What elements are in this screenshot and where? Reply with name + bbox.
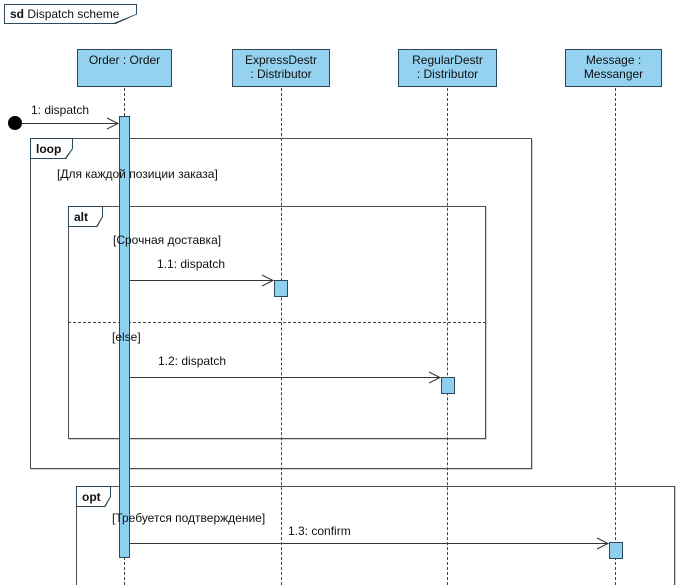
activation-expressdestr [274,280,288,297]
frame-label-text: sd Dispatch scheme [10,4,129,24]
lifeline-head-label2: : Distributor [250,67,312,81]
lifeline-head-label2: Messanger [583,67,644,81]
alt-guard: [Срочная доставка] [113,233,222,247]
message-label-1-1: 1.1: dispatch [157,257,226,271]
fragment-opt [76,486,675,585]
message-label-1: 1: dispatch [31,103,90,117]
message-arrow-1-2 [130,371,442,384]
lifeline-regulardestr [447,88,448,585]
message-label-1-3: 1.3: confirm [288,524,351,538]
message-arrow-1-3 [130,537,610,550]
activation-order [119,116,130,558]
lifeline-expressdestr [281,88,282,585]
lifeline-head-label2: : Distributor [416,67,479,81]
diagram-frame-label: sd Dispatch scheme [4,4,137,24]
fragment-loop [30,138,532,469]
lifeline-head-label: RegularDestr [412,53,483,67]
lifeline-message [615,88,616,585]
lifeline-head-label: Order : Order [88,53,161,67]
lifeline-head-label: ExpressDestr [244,53,318,67]
fragment-opt-operator: opt [76,486,111,507]
opt-operator-label: opt [82,489,101,504]
lifeline-head-order: Order : Order [77,49,172,87]
initial-node-icon [8,116,22,130]
frame-keyword: sd [10,7,25,21]
activation-message [609,542,623,559]
message-arrow-1-1 [130,274,275,287]
operator-fill [31,139,72,158]
activation-regulardestr [441,377,455,394]
alt-divider [68,322,486,323]
operator-fill [77,487,110,506]
frame-label-fill [5,5,136,23]
diagram-title: Dispatch scheme [27,7,120,21]
lifeline-head-regulardestr: RegularDestr : Distributor [398,49,497,87]
opt-guard: [Требуется подтверждение] [112,511,266,525]
alt-else-guard: [else] [112,330,141,344]
message-arrow-1 [22,117,120,130]
operator-fill [69,207,102,226]
loop-guard: [Для каждой позиции заказа] [57,167,218,181]
loop-operator-label: loop [36,141,62,156]
lifeline-head-label: Message : [585,53,642,67]
message-label-1-2: 1.2: dispatch [158,354,227,368]
fragment-alt-operator: alt [68,206,103,227]
fragment-loop-operator: loop [30,138,73,159]
lifeline-head-message: Message : Messanger [565,49,662,87]
alt-operator-label: alt [74,209,89,224]
lifeline-head-expressdestr: ExpressDestr : Distributor [232,49,330,87]
